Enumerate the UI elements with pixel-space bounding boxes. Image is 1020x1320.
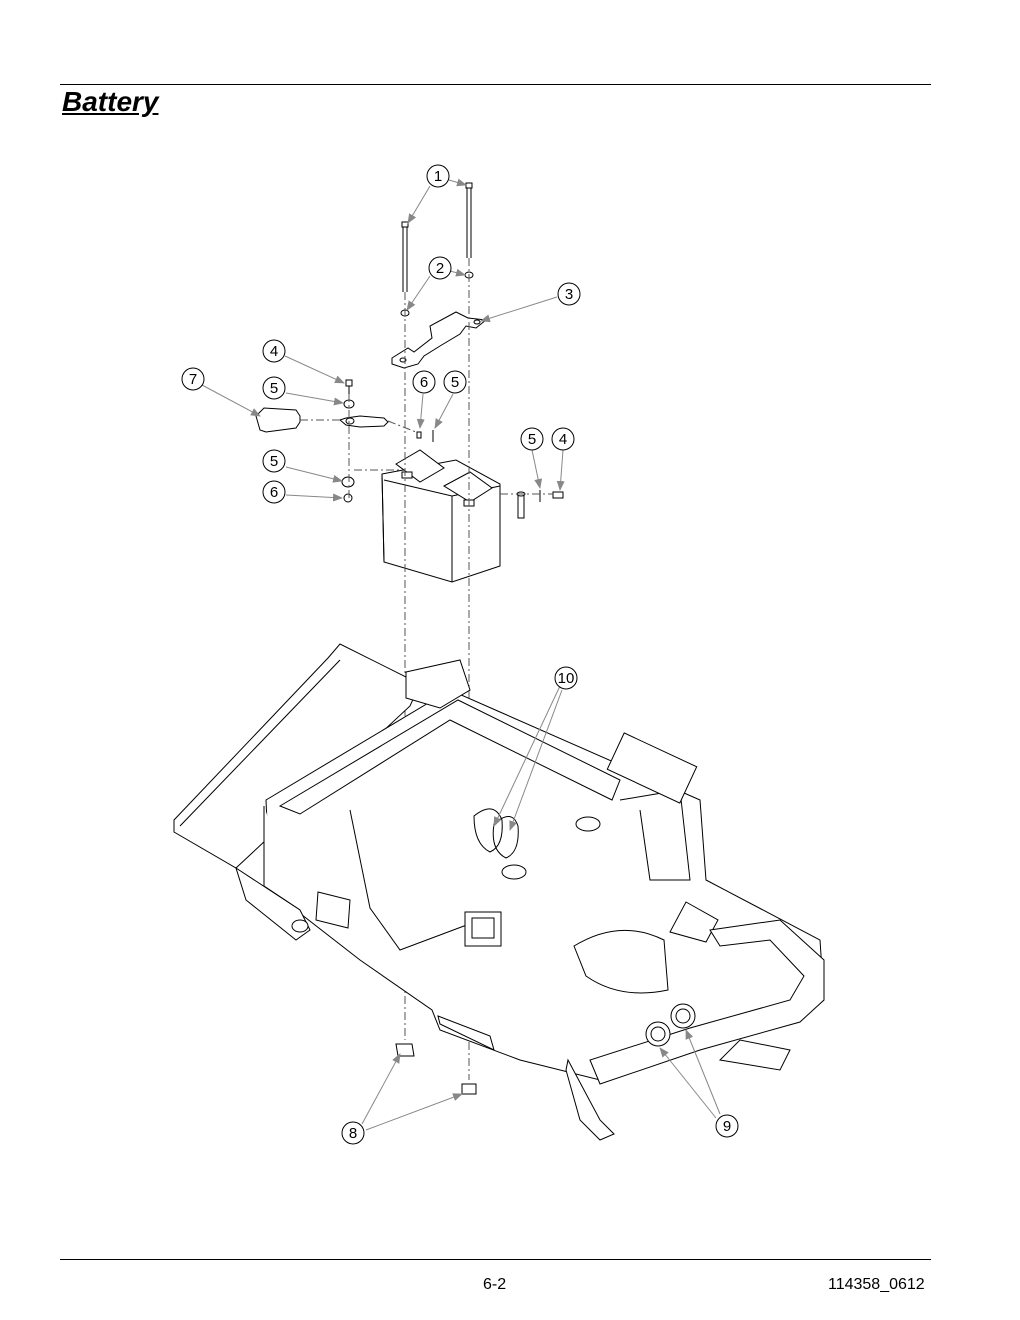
footer-rule (60, 1259, 931, 1260)
svg-text:10: 10 (558, 670, 575, 687)
svg-text:5: 5 (270, 380, 278, 397)
svg-text:9: 9 (723, 1118, 731, 1135)
svg-text:1: 1 (434, 168, 442, 185)
callout-5: 5 (443, 370, 467, 394)
svg-text:4: 4 (270, 343, 278, 360)
callout-3: 3 (557, 282, 581, 306)
callout-5: 5 (262, 376, 286, 400)
callout-10: 10 (554, 666, 578, 690)
callout-6: 6 (412, 370, 436, 394)
battery-cable-boot (255, 407, 301, 433)
svg-text:2: 2 (436, 260, 444, 277)
callout-9: 9 (715, 1114, 739, 1138)
long-bolt-right (465, 182, 473, 258)
svg-text:6: 6 (420, 374, 428, 391)
callout-4: 4 (262, 339, 286, 363)
callout-7: 7 (181, 367, 205, 391)
svg-text:8: 8 (349, 1125, 357, 1142)
callout-1: 1 (426, 164, 450, 188)
document-code: 114358_0612 (828, 1276, 925, 1293)
svg-text:7: 7 (189, 371, 197, 388)
svg-text:3: 3 (565, 286, 573, 303)
page-title: Battery (62, 86, 159, 117)
svg-text:6: 6 (270, 484, 278, 501)
callout-4: 4 (551, 427, 575, 451)
long-bolt-left (401, 221, 409, 292)
mower-frame (173, 643, 825, 1141)
callout-5: 5 (262, 449, 286, 473)
callout-6: 6 (262, 480, 286, 504)
header-rule (60, 84, 931, 85)
svg-text:4: 4 (559, 431, 567, 448)
hold-down-bracket (391, 311, 488, 369)
svg-text:5: 5 (270, 453, 278, 470)
page-number: 6-2 (483, 1276, 507, 1293)
battery (381, 449, 501, 583)
svg-text:5: 5 (528, 431, 536, 448)
svg-text:5: 5 (451, 374, 459, 391)
callout-8: 8 (341, 1121, 365, 1145)
callout-5: 5 (520, 427, 544, 451)
callout-2: 2 (428, 256, 452, 280)
